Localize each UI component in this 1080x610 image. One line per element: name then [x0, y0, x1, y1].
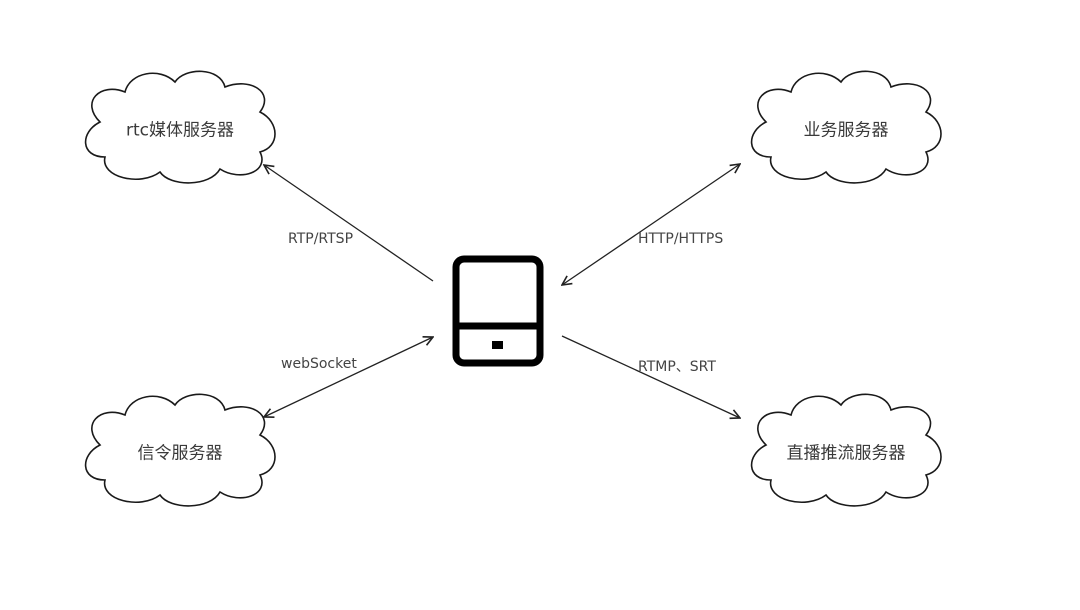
- node-label-live: 直播推流服务器: [786, 443, 906, 464]
- node-label-signaling: 信令服务器: [137, 443, 223, 464]
- edge-websocket: [264, 337, 433, 417]
- node-label-rtc: rtc媒体服务器: [125, 120, 235, 141]
- node-label-business: 业务服务器: [803, 120, 889, 141]
- edge-label-rtmp-srt: RTMP、SRT: [638, 359, 716, 375]
- edge-http-https: [562, 164, 740, 285]
- edge-rtmp-srt: [561, 335, 740, 418]
- edge-label-websocket: webSocket: [281, 356, 357, 372]
- edge-label-http-https: HTTP/HTTPS: [638, 231, 724, 247]
- edge-label-rtp-rtsp: RTP/RTSP: [288, 231, 354, 247]
- edge-rtp-rtsp: [264, 165, 434, 282]
- tablet-device-icon: [452, 255, 544, 367]
